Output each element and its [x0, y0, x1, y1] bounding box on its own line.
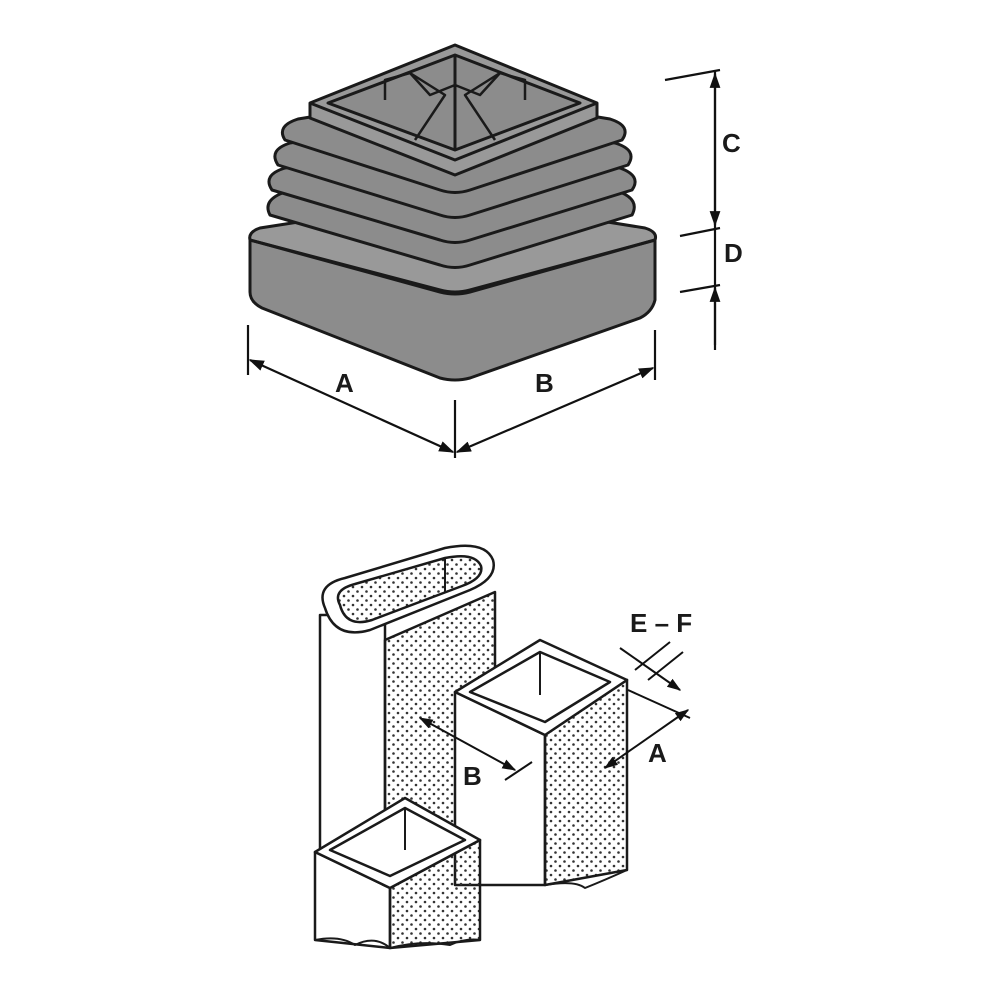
dimension-label-wall: E – F	[630, 608, 692, 638]
cap-top-rim	[308, 43, 599, 177]
dimension-label-b-tube: B	[463, 761, 482, 791]
dimension-label-a-tube: A	[648, 738, 667, 768]
insert-cap-illustration	[248, 43, 657, 382]
dimension-label-a-cap: A	[335, 368, 354, 398]
tube-dimension-lines	[418, 641, 691, 781]
rectangular-tube	[313, 796, 482, 950]
dimension-label-c: C	[722, 128, 741, 158]
cap-dimension-lines	[246, 68, 721, 458]
dimension-label-b-cap: B	[535, 368, 554, 398]
dimension-label-d: D	[724, 238, 743, 268]
